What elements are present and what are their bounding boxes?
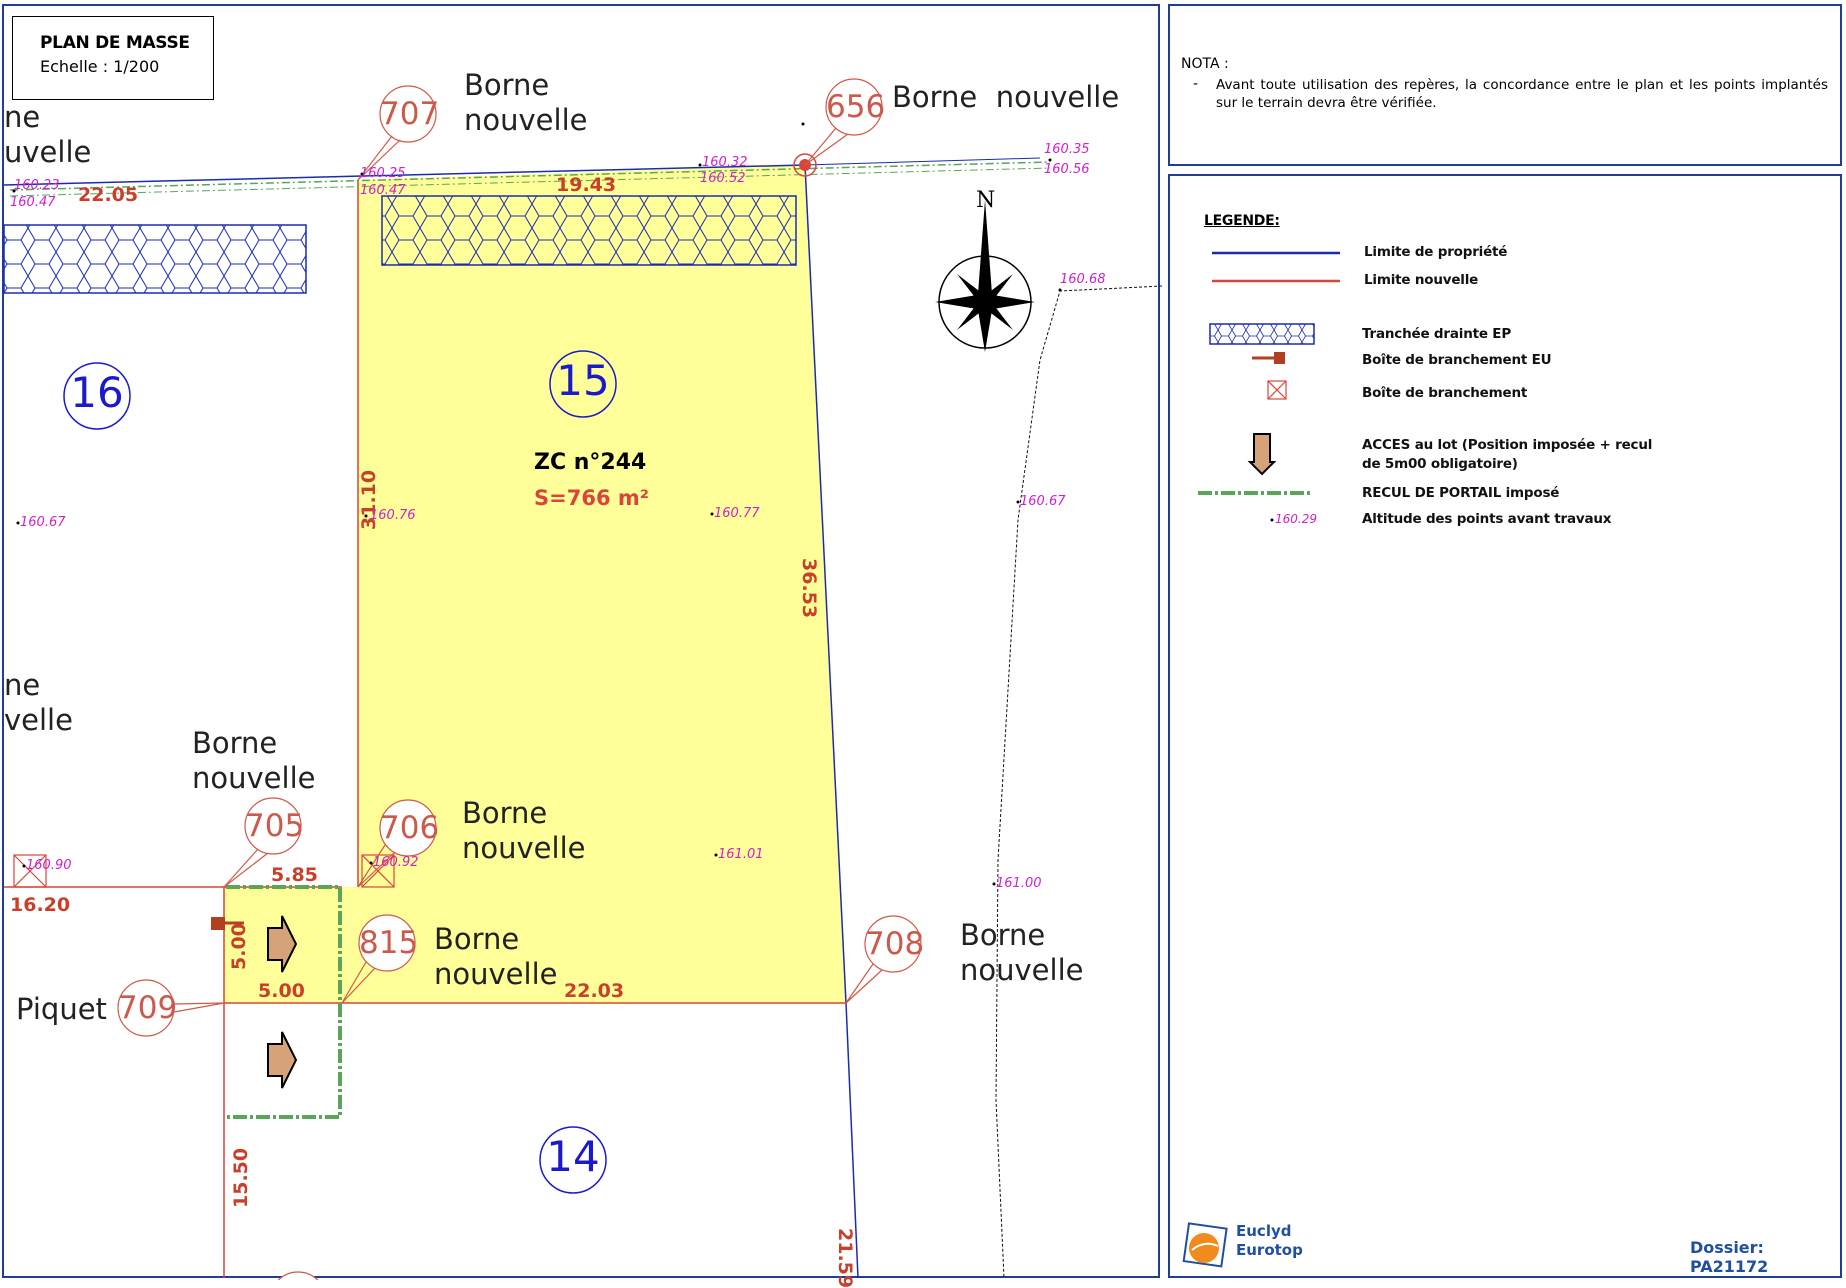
altitude-label: 160.90 (26, 858, 72, 873)
point-706-number: 706 (380, 810, 440, 846)
legend-branch-box-eu-icon (1252, 352, 1285, 364)
altitude-label: 160.47 (10, 195, 56, 210)
plan-scale: Echelle : 1/200 (40, 57, 160, 76)
branch-box-icon (13, 854, 395, 888)
altitude-label: 160.77 (714, 506, 760, 521)
euclyd-logo-icon (1182, 1222, 1228, 1268)
dimension-label: 36.53 (798, 558, 820, 619)
parcel-area: S=766 m² (534, 486, 649, 510)
point-705-number: 705 (245, 808, 305, 844)
lot-15-circle (549, 350, 617, 418)
dimension-label: 15.50 (230, 1147, 252, 1208)
legend-label: Limite nouvelle (1364, 272, 1479, 288)
altitude-label: 160.76 (370, 508, 416, 523)
legend-label: Boîte de branchement EU (1362, 352, 1552, 368)
compass-label: N (976, 188, 996, 213)
drain-trench-16 (3, 224, 307, 294)
parcel-reference: ZC n°244 (534, 450, 647, 475)
dossier-number: Dossier: PA21172 (1690, 1238, 1769, 1276)
legend-drain-trench-icon (1209, 323, 1315, 345)
north-arrow-icon (935, 200, 1035, 352)
altitude-label: 160.67 (1020, 494, 1066, 509)
altitude-label: 160.68 (1060, 272, 1106, 287)
point-709-circle (117, 979, 175, 1037)
dimension-label: 5.00 (228, 923, 250, 970)
altitude-label: 160.52 (700, 171, 746, 186)
point-707-number: 707 (380, 96, 440, 132)
point-656-circle (825, 78, 883, 136)
legend-label: ACCES au lot (Position imposée + recul d… (1362, 437, 1653, 472)
altitude-label: 160.67 (20, 515, 66, 530)
plan-title: PLAN DE MASSE (40, 33, 190, 53)
point-707-circle (379, 85, 437, 143)
dimension-label: 19.43 (556, 174, 617, 196)
legend-branch-box-icon (1267, 380, 1287, 400)
legend-title: LEGENDE: (1204, 213, 1280, 229)
property-limit-east (804, 164, 847, 1004)
point-708-circle (864, 915, 922, 973)
dimension-label: 22.05 (78, 184, 139, 206)
property-limit-north (3, 164, 806, 186)
dimension-label: 21.59 (834, 1228, 856, 1288)
point-709-number: 709 (118, 990, 178, 1026)
legend-symbols (1198, 251, 1340, 522)
point-815-circle (358, 914, 416, 972)
point-708-number: 708 (865, 926, 925, 962)
drain-trench-15 (381, 195, 797, 266)
lot-16-circle (63, 362, 131, 430)
altitude-label: 160.92 (373, 855, 419, 870)
lot-15-number: 15 (556, 356, 610, 405)
legend-sample-altitude: 160.29 (1275, 512, 1317, 526)
legend-label: Limite de propriété (1364, 244, 1508, 260)
access-arrow-icon (267, 915, 298, 1089)
altitude-label: 160.56 (1044, 162, 1090, 177)
lot-14-number: 14 (546, 1132, 600, 1181)
borne-label-656: Borne nouvelle (892, 80, 1120, 114)
point-656-number: 656 (826, 89, 886, 125)
altitude-label: 160.32 (702, 155, 748, 170)
altitude-label: 160.23 (14, 178, 60, 193)
altitude-label: 161.01 (718, 847, 764, 862)
branch-box-eu-icon (211, 917, 244, 930)
piquet-label-709: Piquet (16, 992, 107, 1026)
plan-map (3, 78, 1162, 1280)
point-815-number: 815 (359, 925, 419, 961)
lot-16-number: 16 (70, 368, 124, 417)
neighbour-limit (995, 285, 1162, 1279)
new-limits (4, 180, 846, 1278)
altitude-label: 161.00 (996, 876, 1042, 891)
dimension-label: 5.85 (271, 864, 318, 886)
point-706-circle (379, 799, 437, 857)
nota-title: NOTA : (1181, 56, 1229, 72)
recul-portail (226, 885, 342, 1119)
dimension-label: 22.03 (564, 980, 625, 1002)
altitude-label: 160.25 (360, 166, 406, 181)
dimension-label: 5.00 (258, 980, 305, 1002)
legend-label: Tranchée drainte EP (1362, 326, 1512, 342)
nota-panel (1168, 4, 1842, 166)
lot-14-circle (539, 1126, 607, 1194)
legend-label: Altitude des points avant travaux (1362, 511, 1612, 527)
nota-dash: - (1193, 76, 1199, 92)
altitude-label: 160.35 (1044, 142, 1090, 157)
title-box: PLAN DE MASSE Echelle : 1/200 (12, 16, 214, 100)
parcel-15 (342, 165, 846, 1003)
altitude-label: 160.47 (360, 183, 406, 198)
legend-label: Boîte de branchement (1362, 385, 1528, 401)
legend-label: RECUL DE PORTAIL imposé (1362, 485, 1560, 501)
point-705-circle (244, 797, 302, 855)
nota-text: Avant toute utilisation des repères, la … (1216, 77, 1828, 111)
dimension-label: 16.20 (10, 894, 71, 916)
